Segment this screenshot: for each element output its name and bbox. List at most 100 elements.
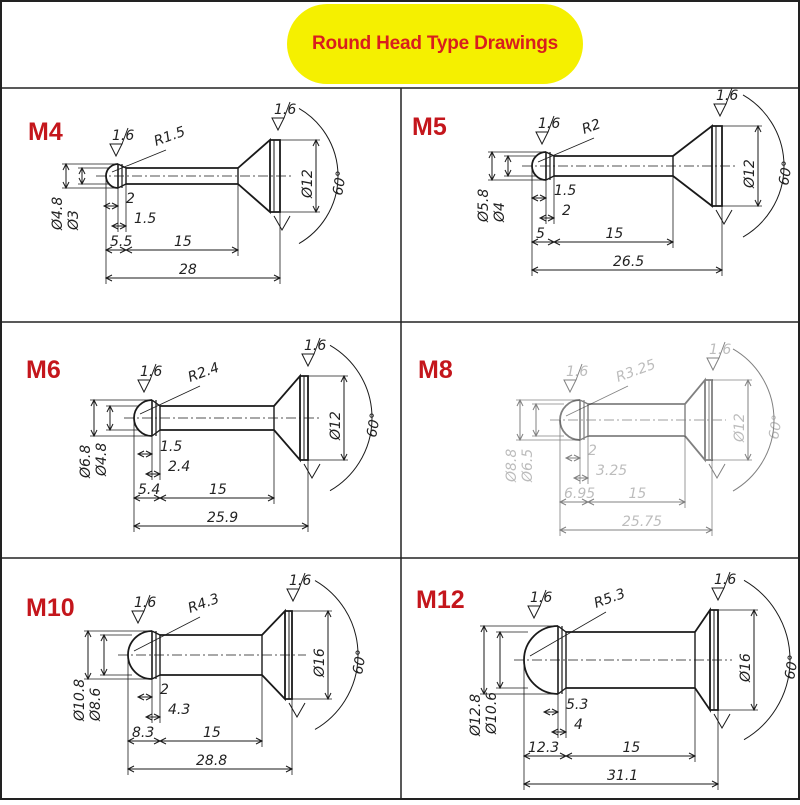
angle-label: 60° xyxy=(776,159,796,186)
neck-length-label: 2 xyxy=(126,191,135,207)
radius-label: R1.5 xyxy=(152,124,188,150)
dimension-arrow xyxy=(558,526,567,534)
roughness-value: 1.6 xyxy=(134,595,156,611)
roughness-symbol xyxy=(535,131,549,146)
shank-diameter-label: Ø6.5 xyxy=(520,449,536,483)
dimension-arrow xyxy=(547,214,556,222)
head-length-label: 5.4 xyxy=(138,482,160,498)
roughness-leader xyxy=(718,341,726,359)
angle-arc xyxy=(732,348,775,492)
dimension-arrow xyxy=(678,498,687,506)
shank-diameter-label: Ø3 xyxy=(66,210,82,231)
dimension-arrow xyxy=(312,138,320,147)
dimension-arrow xyxy=(516,398,524,407)
dimension-arrow xyxy=(231,246,240,254)
dimension-arrow xyxy=(539,194,548,202)
groove-length-label: 4 xyxy=(574,717,583,733)
roughness-value: 1.6 xyxy=(716,88,738,104)
dimension-arrow xyxy=(119,222,128,230)
roughness-leader xyxy=(149,363,157,381)
angle-label: 60° xyxy=(766,413,786,440)
dimension-arrow xyxy=(158,737,167,745)
head-diameter-label: Ø4.8 xyxy=(50,197,66,231)
radius-label: R2 xyxy=(580,116,603,137)
total-length-label: 31.1 xyxy=(607,768,638,784)
roughness-value: 1.6 xyxy=(538,116,560,132)
roughness-leader xyxy=(547,115,555,133)
roughness-leader xyxy=(143,594,151,612)
dimension-arrow xyxy=(90,429,98,438)
neck-outline xyxy=(557,625,567,695)
dimension-arrow xyxy=(754,124,762,133)
roughness-value: 1.6 xyxy=(566,364,588,380)
neck-outline xyxy=(151,630,161,680)
roughness-value: 1.6 xyxy=(304,338,326,354)
dimension-arrow xyxy=(132,494,141,502)
neck-length-label: 1.5 xyxy=(554,183,576,199)
roughness-symbol xyxy=(711,587,725,602)
dimension-arrow xyxy=(564,454,573,462)
dimension-arrow xyxy=(564,752,573,760)
dimension-arrow xyxy=(744,378,752,387)
dimension-arrow xyxy=(267,494,276,502)
dimension-arrow xyxy=(153,713,162,721)
roughness-symbol xyxy=(303,463,321,480)
angle-arc xyxy=(314,580,359,730)
dimension-arrow xyxy=(136,450,145,458)
total-length-label: 26.5 xyxy=(613,254,644,270)
head-length-label: 6.95 xyxy=(564,486,595,502)
size-label: M5 xyxy=(412,113,447,141)
flange-diameter-label: Ø16 xyxy=(738,653,754,683)
neck-length-label: 2 xyxy=(588,443,597,459)
head-diameter-label: Ø5.8 xyxy=(476,189,492,223)
shank-length-label: 15 xyxy=(606,226,624,242)
dimension-arrow xyxy=(84,672,92,681)
total-length-label: 28.8 xyxy=(196,753,227,769)
dimension-arrow xyxy=(711,780,720,788)
roughness-value: 1.6 xyxy=(274,102,296,118)
dimension-arrow xyxy=(312,205,320,214)
dimension-arrow xyxy=(110,222,119,230)
dimension-arrow xyxy=(255,737,264,745)
shank-length-label: 15 xyxy=(629,486,647,502)
dimension-arrow xyxy=(750,703,758,712)
dimension-arrow xyxy=(324,692,332,701)
neck-length-label: 5.3 xyxy=(566,697,588,713)
roughness-symbol xyxy=(301,353,315,368)
cone-outline xyxy=(694,607,711,713)
roughness-leader xyxy=(283,101,291,119)
flange-diameter-label: Ø12 xyxy=(742,159,758,189)
roughness-leader xyxy=(313,337,321,355)
dimension-arrow xyxy=(111,202,120,210)
head-length-label: 5.5 xyxy=(110,234,132,250)
head-length-label: 8.3 xyxy=(132,725,154,741)
roughness-value: 1.6 xyxy=(289,573,311,589)
shank-length-label: 15 xyxy=(623,740,641,756)
dimension-arrow xyxy=(705,526,714,534)
shank-length-label: 15 xyxy=(203,725,221,741)
part-group xyxy=(124,373,322,463)
groove-length-label: 2.4 xyxy=(168,459,190,475)
groove-length-label: 3.25 xyxy=(596,463,627,479)
angle-label: 60° xyxy=(350,648,370,675)
roughness-leader xyxy=(121,127,129,145)
part-group xyxy=(96,138,294,214)
radius-label: R4.3 xyxy=(186,591,222,617)
dimension-arrow xyxy=(488,173,496,182)
dimension-arrow xyxy=(145,693,154,701)
dimension-arrow xyxy=(551,708,560,716)
part-group xyxy=(550,377,726,463)
dimension-arrow xyxy=(102,202,111,210)
neck-length-label: 2 xyxy=(160,682,169,698)
dimension-arrow xyxy=(273,274,282,282)
dimension-arrow xyxy=(516,433,524,442)
size-label: M12 xyxy=(416,586,465,614)
head-diameter-label: Ø10.8 xyxy=(72,679,88,722)
roughness-leader xyxy=(723,571,731,589)
dimension-arrow xyxy=(542,708,551,716)
cone-outline xyxy=(237,138,271,214)
